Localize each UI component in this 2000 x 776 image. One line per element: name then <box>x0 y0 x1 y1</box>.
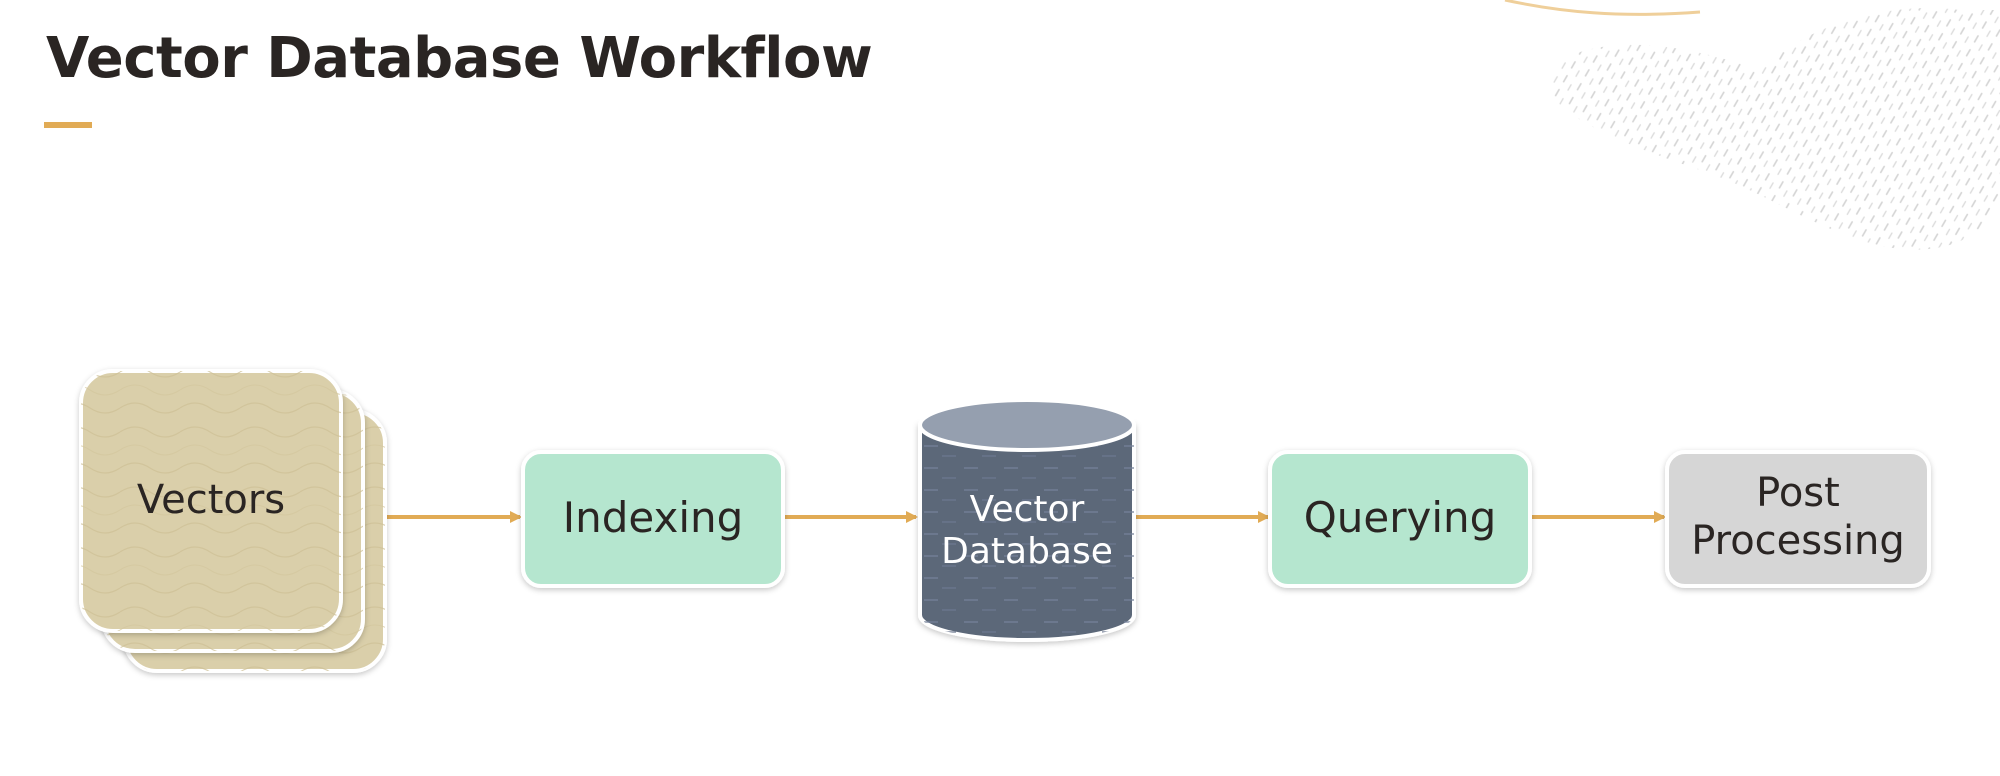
node-querying: Querying <box>1268 450 1532 588</box>
corner-speckle-texture <box>1550 8 2000 250</box>
node-post-processing: Post Processing <box>1665 450 1931 588</box>
page-title: Vector Database Workflow <box>46 26 873 91</box>
database-label-line2: Database <box>941 531 1113 572</box>
vectors-label: Vectors <box>137 477 285 523</box>
querying-label: Querying <box>1304 493 1497 542</box>
indexing-label: Indexing <box>563 493 744 542</box>
title-underline <box>44 122 92 128</box>
database-label-line1: Vector <box>970 489 1085 530</box>
node-vectors: Vectors <box>79 369 387 673</box>
node-indexing: Indexing <box>521 450 785 588</box>
post-processing-label-line2: Processing <box>1691 518 1905 564</box>
corner-orange-curve <box>1504 0 1701 16</box>
post-processing-label-line1: Post <box>1756 470 1840 516</box>
node-vector-database: Vector Database <box>918 398 1136 642</box>
corner-decoration <box>1504 0 2000 250</box>
